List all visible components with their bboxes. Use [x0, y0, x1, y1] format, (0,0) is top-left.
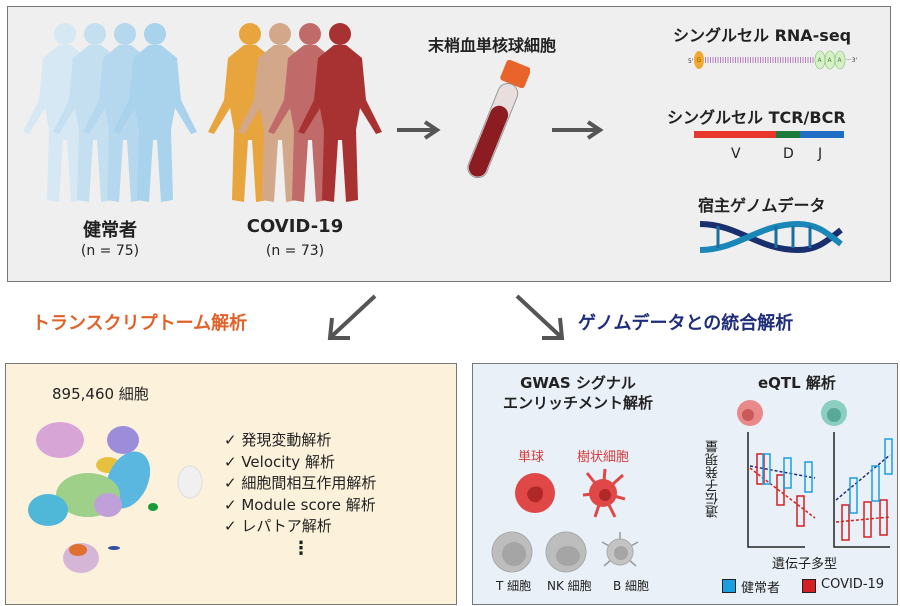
- cohort-silhouettes: [23, 23, 382, 202]
- cell-count: 895,460 細胞: [52, 385, 149, 403]
- rnaseq-label: シングルセル RNA-seq: [673, 26, 852, 45]
- umap-plot: [28, 422, 203, 573]
- t-cell-icon: [491, 531, 533, 573]
- gwas-title-line2: エンリッチメント解析: [502, 394, 653, 412]
- transcriptome-heading: トランスクリプトーム解析: [32, 313, 248, 334]
- analysis-item: ✓ レパトア解析: [224, 517, 332, 535]
- eqtl-title: eQTL 解析: [758, 374, 836, 392]
- b-cell-label: B 細胞: [613, 579, 650, 593]
- legend-healthy-label: 健常者: [741, 581, 781, 596]
- three-prime: ···3': [846, 57, 858, 64]
- polya-a: A: [838, 57, 843, 64]
- arrow-right-icon: [397, 120, 441, 140]
- j-label: J: [818, 146, 823, 162]
- covid-count: (n = 73): [265, 243, 325, 259]
- cap-letter: G: [697, 57, 702, 64]
- healthy-count: (n = 75): [80, 243, 140, 259]
- genome-label: 宿主ゲノムデータ: [698, 196, 826, 215]
- y-axis-label: 遺伝子発現量: [706, 440, 721, 518]
- v-label: V: [731, 146, 741, 162]
- dna-helix-icon: [699, 220, 843, 254]
- enriched-cells-icons: [515, 468, 626, 518]
- polya-a: A: [828, 57, 833, 64]
- genome-integration-heading: ゲノムデータとの統合解析: [578, 313, 794, 334]
- axis-right: [833, 432, 890, 548]
- nk-cell-icon: [545, 531, 587, 573]
- healthy-label: 健常者: [83, 220, 137, 241]
- other-cells-icons: [491, 531, 639, 573]
- analysis-item: ✓ 細胞間相互作用解析: [224, 474, 377, 492]
- analysis-item: ✓ Module score 解析: [224, 495, 376, 514]
- j-segment: [800, 131, 844, 138]
- legend-covid-label: COVID-19: [821, 577, 885, 592]
- mrna-icon: 5' G A A A ···3': [688, 50, 858, 70]
- legend-healthy-swatch: [722, 579, 736, 593]
- pbmc-label: 末梢血単核球細胞: [428, 36, 557, 55]
- x-axis-label: 遺伝子多型: [772, 557, 838, 572]
- axis-left: [747, 432, 805, 548]
- blood-tube-icon: [467, 59, 530, 179]
- dendritic-cell-label: 樹状細胞: [577, 450, 630, 465]
- analysis-item: ✓ Velocity 解析: [224, 452, 335, 471]
- v-segment: [694, 131, 776, 138]
- analysis-item: ✓ 発現変動解析: [224, 431, 332, 449]
- monocyte-label: 単球: [518, 450, 545, 465]
- tcr-bcr-label: シングルセル TCR/BCR: [667, 108, 846, 127]
- monocyte-icon: [515, 473, 555, 513]
- gwas-title-line1: GWAS シグナル: [520, 374, 636, 392]
- covid-people-icon: [208, 23, 382, 202]
- polya-a: A: [818, 57, 823, 64]
- t-cell-label: T 細胞: [496, 579, 532, 593]
- analysis-list: ✓ 発現変動解析 ✓ Velocity 解析 ✓ 細胞間相互作用解析 ✓ Mod…: [224, 430, 376, 538]
- more-analyses-ellipsis: ⋮: [292, 538, 310, 559]
- b-cell-icon: [601, 532, 639, 567]
- nk-cell-label: NK 細胞: [547, 579, 592, 593]
- arrow-right-icon-2: [552, 120, 604, 140]
- healthy-people-icon: [23, 23, 197, 202]
- d-segment: [776, 131, 800, 138]
- dendritic-cell-icon: [582, 468, 626, 518]
- covid-label: COVID-19: [246, 216, 344, 237]
- arrow-down-left-icon: [327, 294, 377, 340]
- five-prime: 5': [688, 58, 694, 65]
- legend-covid-swatch: [802, 579, 816, 593]
- arrow-down-right-icon: [515, 294, 565, 340]
- eqtl-plot: [737, 400, 893, 548]
- d-label: D: [783, 146, 794, 162]
